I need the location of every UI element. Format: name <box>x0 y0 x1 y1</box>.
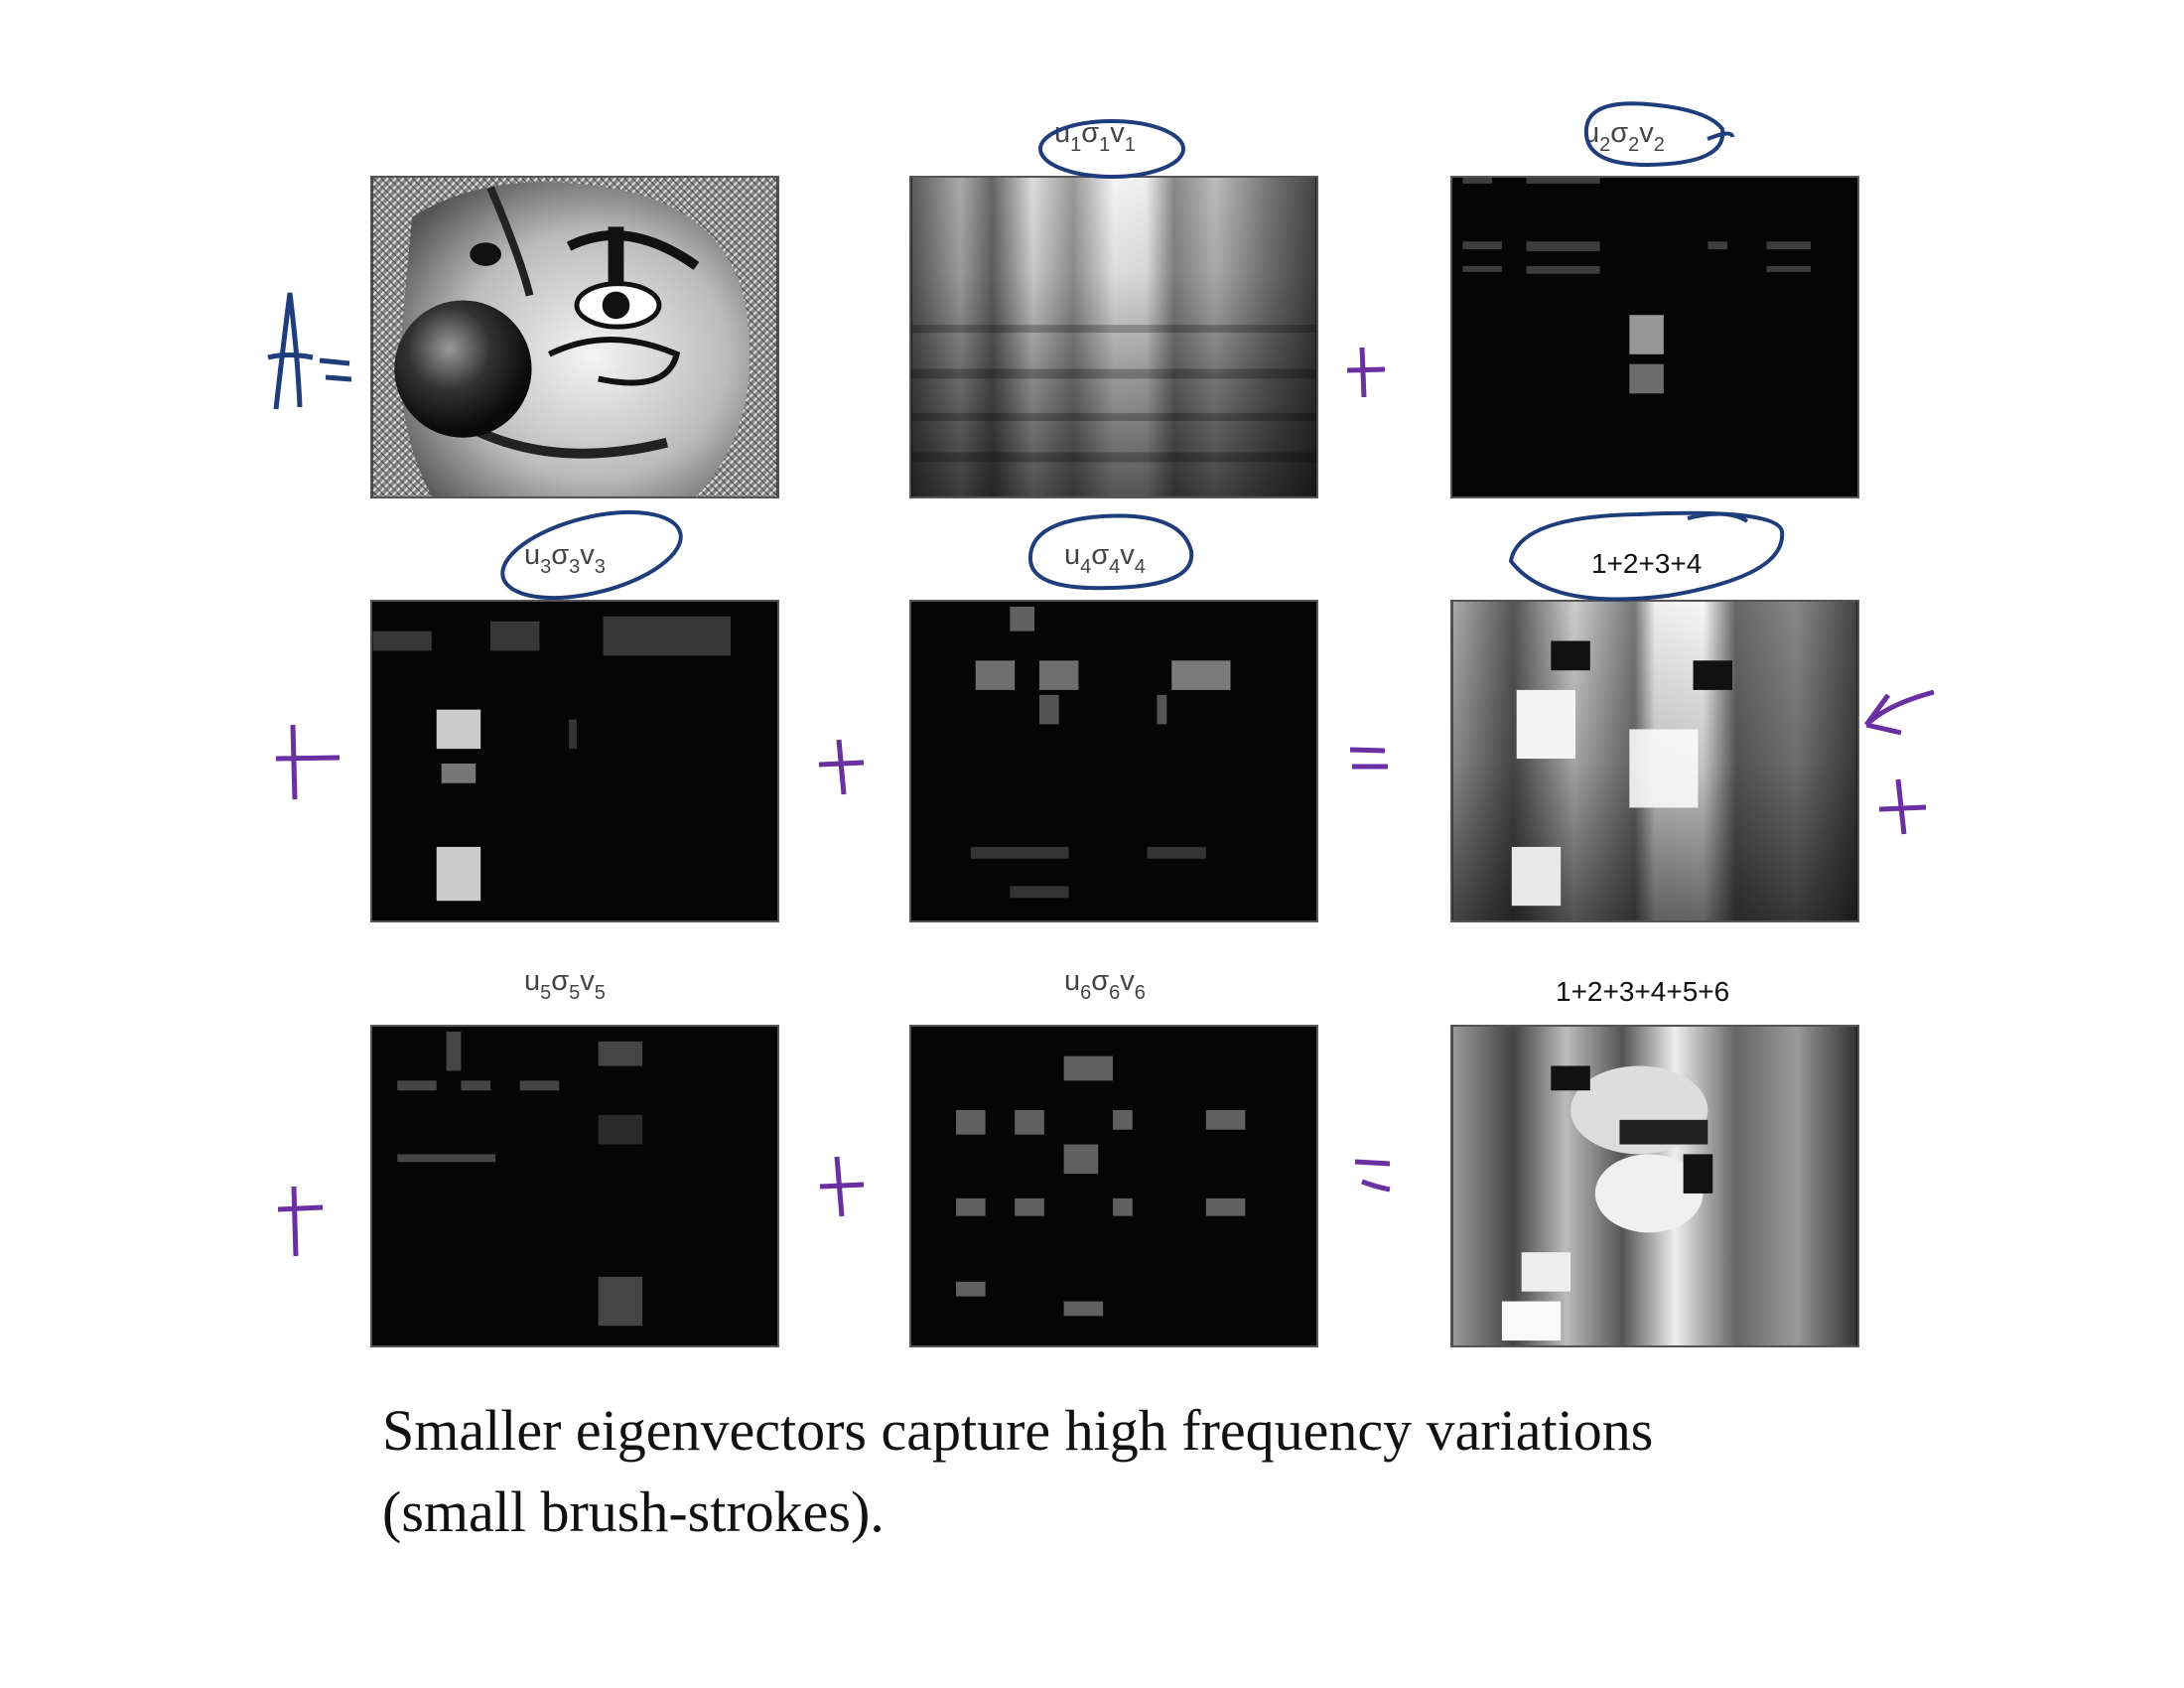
tile-label-1: u1σ1v1 <box>1054 117 1136 156</box>
component-4-tile <box>909 600 1318 922</box>
tile-label-6: u6σ6v6 <box>1064 965 1146 1004</box>
tile-label-4: u4σ4v4 <box>1064 539 1146 578</box>
component-2-tile <box>1450 176 1859 498</box>
component-3-tile <box>370 600 779 922</box>
component-5-tile <box>370 1025 779 1347</box>
tile-label-3: u3σ3v3 <box>524 539 606 578</box>
tile-label-5: u5σ5v5 <box>524 965 606 1004</box>
sum-1-4-image <box>1452 602 1857 920</box>
tile-label-sum-1-6: 1+2+3+4+5+6 <box>1556 976 1730 1007</box>
clown-image <box>372 178 777 496</box>
component-3-image <box>372 602 777 920</box>
component-6-image <box>911 1027 1316 1345</box>
original-image-tile <box>370 176 779 498</box>
component-4-image <box>911 602 1316 920</box>
sum-1-6-image <box>1452 1027 1857 1345</box>
tile-label-sum-1-4: 1+2+3+4 <box>1591 548 1703 579</box>
component-1-tile <box>909 176 1318 498</box>
plus-text: + <box>276 725 340 799</box>
arrow-mark <box>1863 689 1935 736</box>
sum-1-4-tile <box>1450 600 1859 922</box>
component-5-image <box>372 1027 777 1345</box>
caption-line-1: Smaller eigenvectors capture high freque… <box>382 1398 1654 1463</box>
component-2-image <box>1452 178 1857 496</box>
equals-signs <box>1349 747 1391 1193</box>
sum-1-6-tile <box>1450 1025 1859 1347</box>
component-6-tile <box>909 1025 1318 1347</box>
equals-text: = <box>1350 745 1388 770</box>
caption-line-2: (small brush-strokes). <box>382 1479 885 1544</box>
caption: Smaller eigenvectors capture high freque… <box>382 1390 1871 1553</box>
component-1-image <box>911 178 1316 496</box>
tile-label-2: u2σ2v2 <box>1583 117 1665 156</box>
a-equals-text: A = <box>266 318 357 417</box>
